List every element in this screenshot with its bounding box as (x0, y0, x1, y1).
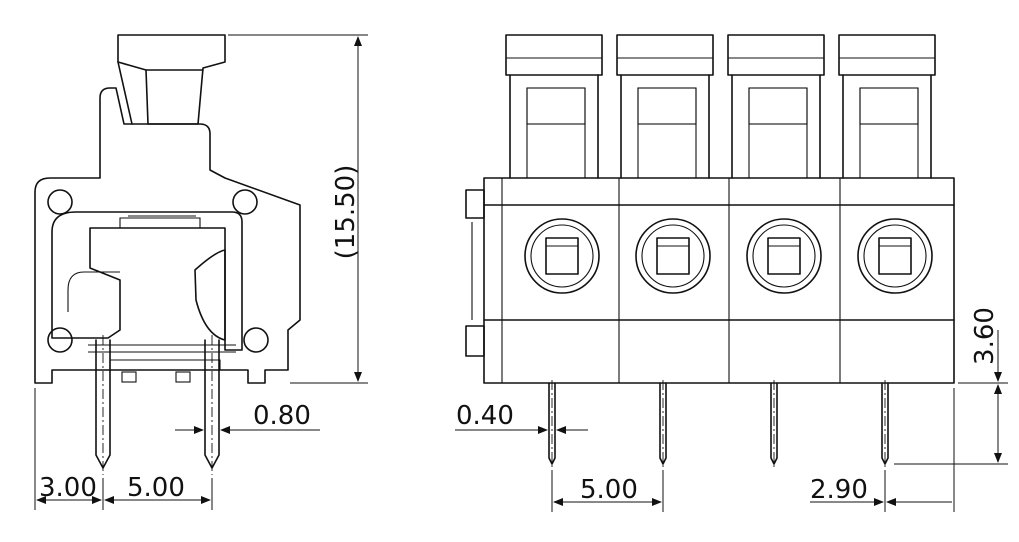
front-view: 0.40 5.00 2.90 3.60 (455, 34, 1008, 512)
side-view: (15.50) 0.80 3.00 5.00 (34, 34, 368, 510)
dim-pin-spacing-side: 5.00 (127, 473, 185, 503)
side-hole (47, 327, 73, 353)
side-hole (232, 189, 258, 215)
front-button (505, 34, 603, 179)
front-button (727, 34, 825, 179)
dim-pin-length: 3.60 (970, 307, 1000, 365)
front-button (616, 34, 714, 179)
side-lever (117, 34, 226, 125)
front-wire-entry (635, 218, 711, 294)
front-body (483, 177, 955, 384)
side-spring (194, 249, 226, 341)
dim-pin-offset-right: 2.90 (810, 475, 868, 505)
side-hole (243, 327, 269, 353)
front-pin (770, 382, 778, 465)
front-wire-entry (746, 218, 822, 294)
dim-pin-width: 0.80 (253, 401, 311, 431)
dim-height-total: (15.50) (331, 165, 361, 260)
side-cavity (51, 211, 243, 351)
side-housing (34, 87, 301, 384)
dim-pin-thickness: 0.40 (456, 401, 514, 431)
front-wire-entry (857, 218, 933, 294)
front-pin (548, 382, 556, 465)
front-pin (881, 382, 889, 465)
side-hole (47, 189, 73, 215)
front-wire-entry (524, 218, 600, 294)
front-button (838, 34, 936, 179)
front-pin (659, 382, 667, 465)
dim-pin-spacing-front: 5.00 (580, 475, 638, 505)
dim-edge-offset: 3.00 (39, 473, 97, 503)
